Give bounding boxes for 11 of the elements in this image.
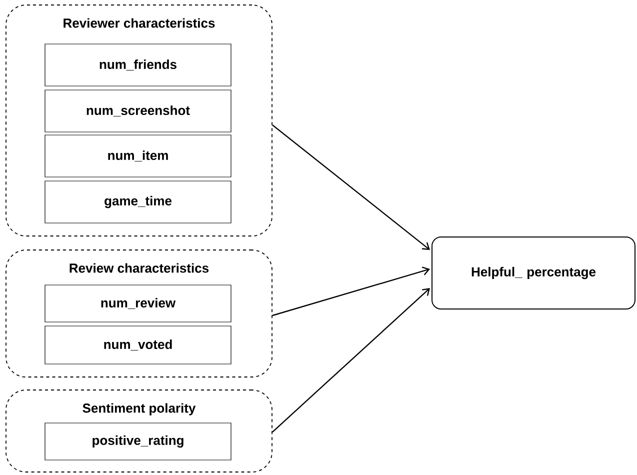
variable-box: positive_rating [44, 422, 232, 460]
variable-box: num_screenshot [44, 90, 232, 132]
variable-box: num_review [44, 284, 232, 322]
variable-box: num_voted [44, 326, 232, 364]
outcome-box: Helpful_ percentage [432, 236, 636, 310]
variable-box: num_item [44, 134, 232, 178]
arrow [272, 266, 430, 316]
arrow [272, 288, 430, 432]
variable-box: num_friends [44, 44, 232, 86]
arrow [272, 124, 430, 250]
variable-box: game_time [44, 180, 232, 224]
